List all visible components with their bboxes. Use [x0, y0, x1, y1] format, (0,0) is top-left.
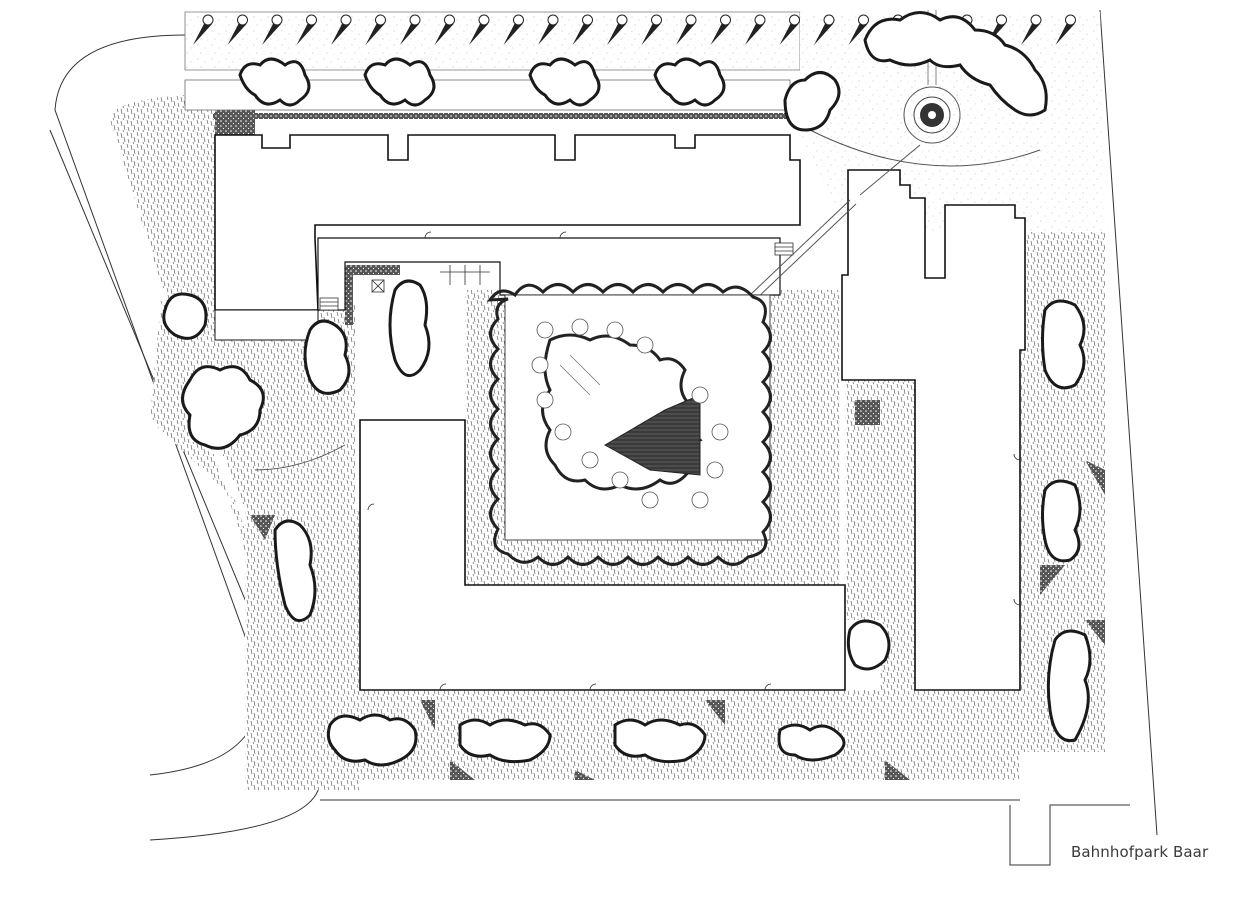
shrub-patches — [250, 460, 1105, 780]
north-building — [214, 134, 801, 311]
central-building-main — [359, 419, 846, 691]
fountain — [903, 10, 961, 144]
west-wing — [214, 309, 319, 341]
stairs — [319, 242, 794, 311]
courtyard-garden — [487, 283, 772, 566]
water-basin — [603, 394, 701, 476]
buildings — [184, 79, 1026, 691]
east-building — [841, 169, 1026, 691]
north-tree-row — [193, 14, 1076, 45]
play-equipment — [371, 265, 490, 293]
doors — [367, 231, 1021, 691]
tree-clusters — [162, 11, 1092, 767]
hedges — [213, 110, 880, 425]
plan-caption: Bahnhofpark Baar — [1071, 843, 1209, 861]
